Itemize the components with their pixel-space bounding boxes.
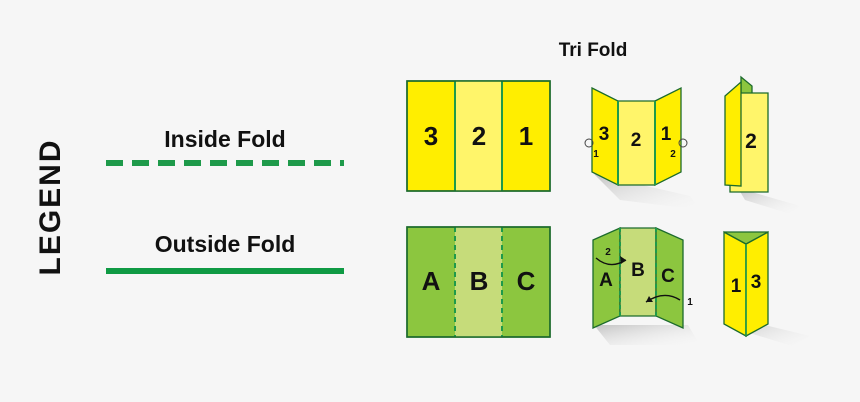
outside-folded-panel-right: 3 xyxy=(751,272,762,293)
outside-folding-marker-top: 2 xyxy=(605,247,611,258)
inside-flat-panel-middle: 2 xyxy=(472,121,486,151)
inside-folding-panel-right: 1 xyxy=(661,124,672,145)
outside-flat-panel-right: C xyxy=(517,266,536,296)
outside-folding-panel-middle: B xyxy=(631,260,645,281)
inside-fold-label: Inside Fold xyxy=(164,126,285,152)
inside-folding-panel-left: 3 xyxy=(599,124,610,145)
legend-heading: LEGEND xyxy=(34,138,67,275)
inside-folding-marker-right: 2 xyxy=(670,149,676,160)
inside-flat-sheet: 3 2 1 xyxy=(406,80,551,192)
outside-flat-panel-middle: B xyxy=(470,266,489,296)
outside-folded-panel-left: 1 xyxy=(731,276,742,297)
inside-flat-panel-left: 3 xyxy=(424,121,438,151)
outside-folding-panel-right: C xyxy=(661,266,675,287)
outside-folded-sheet: 1 3 xyxy=(723,230,810,346)
inside-folded-sheet: 2 xyxy=(724,75,800,214)
outside-flat-panel-left: A xyxy=(422,266,441,296)
inside-folding-sheet: 3 2 1 1 2 xyxy=(584,86,700,210)
inside-folding-panel-middle: 2 xyxy=(631,130,642,151)
outside-fold-label: Outside Fold xyxy=(155,231,296,257)
outside-flat-sheet: A B C xyxy=(406,226,551,338)
outside-folding-marker-bottom: 1 xyxy=(687,297,693,308)
outside-folding-panel-left: A xyxy=(599,270,613,291)
inside-flat-panel-right: 1 xyxy=(519,121,533,151)
inside-folding-marker-left: 1 xyxy=(593,149,599,160)
outside-folding-sheet: A B C 2 1 xyxy=(592,226,700,345)
diagram-title: Tri Fold xyxy=(559,40,628,61)
inside-folded-panel: 2 xyxy=(745,130,757,153)
